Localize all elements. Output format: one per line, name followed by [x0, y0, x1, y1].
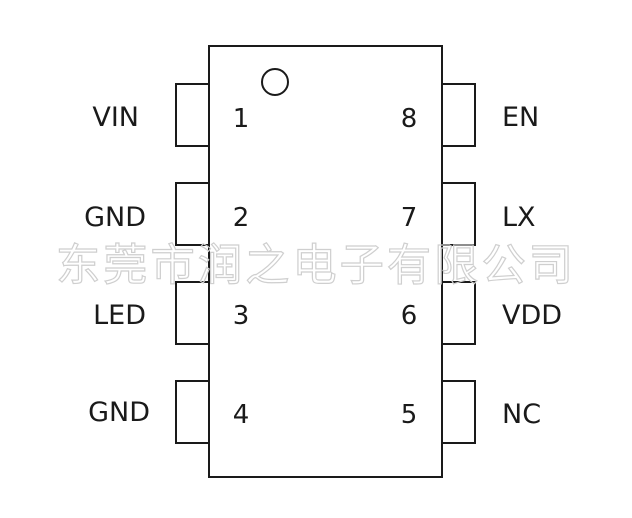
pin-2-number: 2: [233, 203, 250, 233]
pin-8-name: EN: [502, 102, 539, 133]
pin-5-lead: [441, 380, 476, 444]
ic-package-body: [208, 45, 443, 478]
pin-7-lead: [441, 182, 476, 246]
pin-8-number: 8: [401, 104, 418, 134]
pin-5-name: NC: [502, 399, 541, 430]
pin-1-name: VIN: [92, 102, 139, 133]
pin-4-lead: [175, 380, 210, 444]
pin-7-name: LX: [502, 202, 536, 233]
watermark-text: 东莞市润之电子有限公司: [56, 240, 576, 291]
pin-2-name: GND: [84, 202, 146, 233]
pin-1-lead: [175, 83, 210, 147]
pin-6-number: 6: [401, 301, 418, 331]
pin-4-number: 4: [233, 400, 250, 430]
pin-7-number: 7: [401, 203, 418, 233]
pin-5-number: 5: [401, 400, 418, 430]
pin-6-name: VDD: [502, 300, 562, 331]
pin-2-lead: [175, 182, 210, 246]
pin1-indicator-circle: [261, 68, 289, 96]
pin-3-lead: [175, 281, 210, 345]
pin-8-lead: [441, 83, 476, 147]
pin-3-name: LED: [93, 300, 146, 331]
pin-3-number: 3: [233, 301, 250, 331]
pin-1-number: 1: [233, 104, 250, 134]
pin-6-lead: [441, 281, 476, 345]
pin-4-name: GND: [88, 397, 150, 428]
